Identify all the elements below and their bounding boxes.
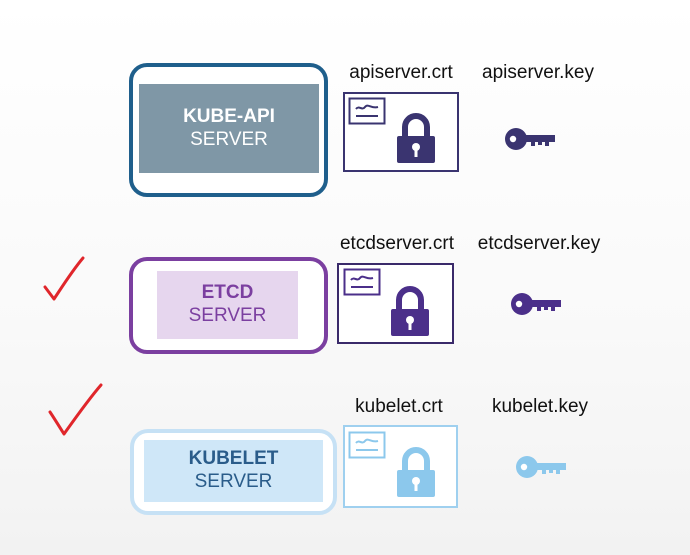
key-icon [511, 292, 563, 316]
lock-icon [395, 446, 437, 498]
checkmark-etcd [40, 255, 88, 305]
etcdserver-key-label: etcdserver.key [477, 233, 601, 254]
etcd-server-label-panel: ETCD SERVER [157, 271, 298, 339]
certificate-icon [348, 431, 386, 459]
apiserver-crt-label: apiserver.crt [349, 62, 453, 83]
etcd-server-name: ETCD [201, 282, 254, 304]
lock-icon [395, 112, 437, 164]
certificate-icon [348, 97, 386, 125]
kube-api-server-label-panel: KUBE-API SERVER [139, 84, 319, 173]
kubelet-key-label: kubelet.key [491, 396, 589, 417]
kubelet-crt-label: kubelet.crt [355, 396, 443, 417]
etcdserver-crt-label: etcdserver.crt [339, 233, 455, 254]
kubelet-server-label-panel: KUBELET SERVER [144, 440, 323, 502]
apiserver-key-label: apiserver.key [482, 62, 594, 83]
kube-api-server-subtitle: SERVER [190, 128, 268, 150]
checkmark-kubelet [44, 382, 106, 440]
kubelet-server-subtitle: SERVER [194, 471, 273, 492]
key-icon [516, 455, 568, 479]
certificate-icon [343, 268, 381, 296]
kube-api-server-name: KUBE-API [183, 105, 275, 127]
lock-icon [389, 285, 431, 337]
kubelet-server-name: KUBELET [188, 448, 279, 470]
etcd-server-subtitle: SERVER [188, 305, 267, 326]
key-icon [505, 127, 557, 151]
